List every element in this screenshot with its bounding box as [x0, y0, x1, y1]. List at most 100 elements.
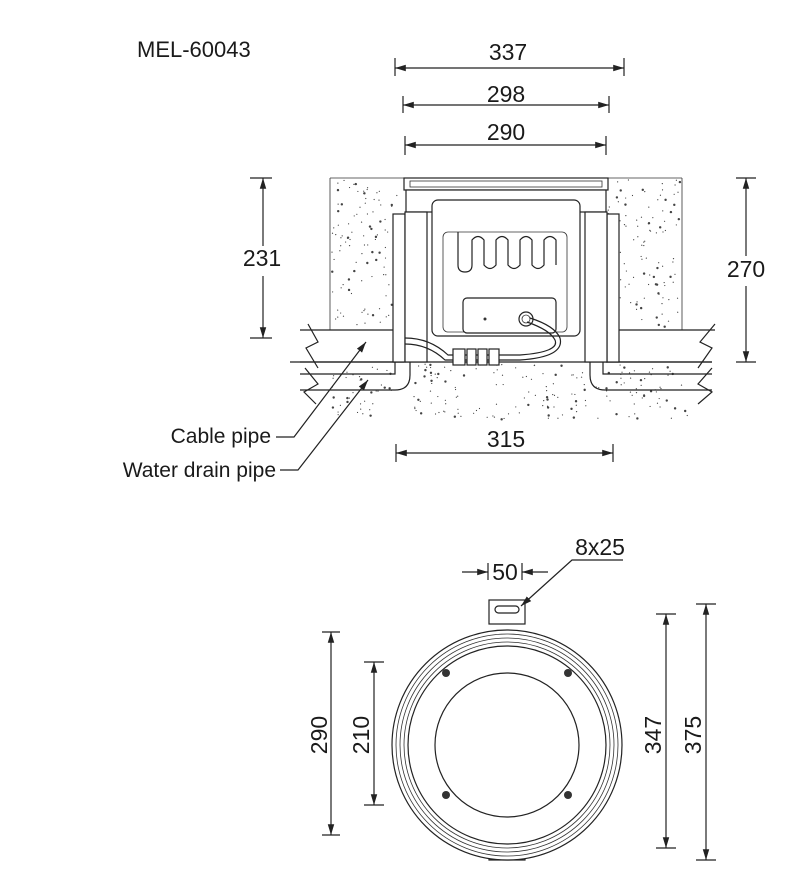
speckle [615, 196, 619, 199]
speckle [617, 181, 619, 183]
speckle [424, 363, 426, 365]
speckle [429, 371, 433, 375]
speckle [615, 381, 618, 384]
speckle [553, 394, 556, 396]
speckle [658, 397, 660, 400]
speckle [360, 378, 363, 381]
speckle [648, 371, 651, 373]
speckle [664, 198, 667, 202]
speckle [503, 417, 505, 420]
speckle [500, 418, 503, 421]
speckle [372, 403, 374, 405]
speckle [437, 395, 439, 398]
speckle [546, 389, 548, 392]
speckle [342, 315, 345, 317]
speckle [360, 221, 363, 223]
speckle [619, 364, 621, 366]
speckle [628, 283, 630, 285]
speckle [630, 302, 632, 304]
speckle [625, 197, 627, 199]
speckle [533, 364, 535, 367]
speckle [633, 239, 635, 241]
speckle [663, 281, 665, 284]
speckle [623, 224, 626, 226]
speckle [523, 397, 525, 399]
speckle [331, 406, 335, 409]
speckle [337, 411, 339, 413]
speckle [570, 407, 573, 411]
speckle [515, 367, 517, 369]
speckle [363, 235, 365, 237]
speckle [346, 400, 349, 404]
speckle [429, 390, 432, 392]
speckle [583, 388, 586, 392]
screws [442, 669, 572, 799]
dim-347-label: 347 [640, 716, 666, 754]
speckle [475, 368, 477, 370]
speckle [623, 263, 625, 265]
speckle [629, 377, 632, 379]
dim-50-label: 50 [492, 559, 518, 585]
speckle [546, 398, 549, 401]
speckle [455, 396, 457, 398]
speckle [639, 306, 643, 310]
speckle [666, 366, 669, 369]
speckle [339, 404, 341, 406]
speckle [518, 412, 520, 414]
speckle [667, 320, 670, 322]
speckle [670, 417, 672, 419]
speckle [581, 372, 584, 374]
speckle [345, 241, 347, 243]
speckle [623, 366, 626, 369]
speckle [378, 190, 380, 192]
speckle [443, 410, 445, 412]
speckle [423, 375, 426, 378]
speckle [353, 183, 355, 185]
speckle [388, 387, 391, 390]
speckle [376, 368, 378, 370]
speckle [649, 390, 653, 393]
callout-water-drain-pipe: Water drain pipe [123, 379, 369, 482]
speckle [631, 194, 634, 197]
speckle [347, 223, 350, 225]
speckle [340, 312, 342, 314]
speckle [597, 417, 599, 419]
speckle [571, 393, 573, 395]
speckle [651, 368, 654, 370]
speckle [574, 393, 576, 396]
speckle [337, 316, 339, 318]
speckle [637, 236, 639, 238]
speckle [656, 266, 659, 270]
speckle [658, 293, 660, 295]
speckle [657, 199, 659, 201]
speckle [576, 377, 578, 379]
side-view: 337 298 290 231 270 315 [123, 39, 765, 482]
speckle [673, 203, 676, 207]
speckle [636, 417, 639, 420]
speckle [624, 286, 626, 288]
speckle [383, 273, 385, 276]
speckle [678, 180, 682, 184]
speckle [664, 229, 666, 232]
speckle [659, 406, 661, 408]
speckle [362, 413, 364, 415]
speckle [366, 188, 368, 191]
speckle [366, 213, 369, 215]
speckle [431, 382, 433, 385]
speckle [673, 193, 675, 195]
speckle [346, 396, 349, 400]
speckle [453, 415, 457, 418]
speckle [384, 218, 386, 221]
speckle [384, 229, 386, 231]
speckle [665, 399, 668, 402]
speckle [661, 183, 663, 185]
speckle [383, 266, 385, 268]
dimension-290-bottom: 290 [306, 631, 340, 836]
speckle [672, 261, 674, 263]
speckle [628, 372, 631, 374]
speckle [350, 292, 353, 295]
speckle [663, 325, 666, 328]
speckle [365, 197, 367, 200]
speckle [371, 275, 373, 278]
speckle [647, 222, 651, 225]
